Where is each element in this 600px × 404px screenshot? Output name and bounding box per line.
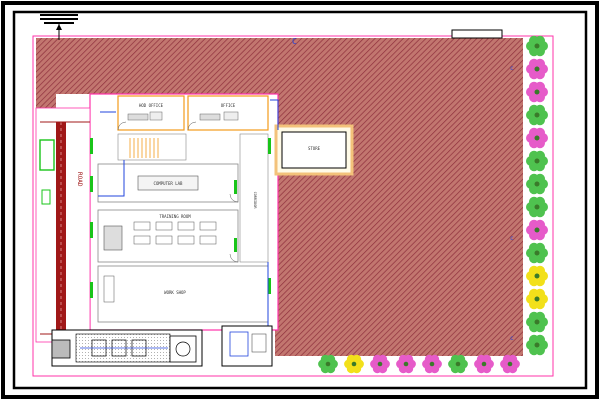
stair-treads — [129, 138, 159, 158]
desk-office-2 — [223, 111, 239, 121]
hatch-top-left — [36, 38, 286, 94]
tree-icon — [526, 242, 548, 264]
room-workshop — [97, 265, 269, 323]
tree-icon — [526, 150, 548, 172]
tree-icon — [526, 196, 548, 218]
tree-icon — [396, 354, 416, 374]
desk-hod — [127, 113, 149, 121]
trees-right — [526, 35, 548, 356]
desk-office — [199, 113, 221, 121]
green-fixture-left-2 — [41, 189, 51, 205]
hatch-main — [275, 38, 523, 356]
tree-icon — [526, 127, 548, 149]
tree-icon — [370, 354, 390, 374]
pump — [251, 333, 267, 353]
gate-left — [51, 339, 71, 359]
tree-icon — [448, 354, 468, 374]
desk-hod-2 — [149, 111, 163, 121]
training-desks — [133, 221, 217, 245]
marker-c-top: C — [292, 37, 297, 46]
corridor-vertical — [239, 133, 269, 263]
label-store: STORE — [308, 146, 321, 151]
trees-bottom — [318, 354, 520, 374]
lab-table — [137, 175, 199, 191]
label-corridor: CORRIDOR — [253, 192, 257, 210]
green-fixture-left — [39, 139, 55, 171]
tree-icon — [526, 265, 548, 287]
label-work-shop: WORK SHOP — [164, 290, 186, 295]
training-board — [103, 225, 123, 251]
marker-right-2: c — [510, 235, 514, 242]
door-swings — [117, 121, 239, 263]
tree-icon — [526, 334, 548, 356]
drain-pipe — [56, 122, 66, 334]
room-store — [281, 131, 347, 169]
tree-icon — [526, 173, 548, 195]
tree-icon — [526, 219, 548, 241]
label-office: OFFICE — [221, 103, 236, 108]
label-training-room: TRAINING ROOM — [159, 214, 191, 219]
workshop-bench — [103, 275, 115, 303]
tree-icon — [526, 35, 548, 57]
tree-icon — [318, 354, 338, 374]
tree-icon — [526, 81, 548, 103]
windows — [90, 138, 271, 298]
label-hod-office: HOD OFFICE — [139, 103, 164, 108]
hatch-left-strip — [36, 38, 56, 108]
blue-lines — [98, 99, 279, 330]
room-stair — [117, 133, 187, 161]
tree-icon — [526, 58, 548, 80]
site-boundary — [32, 35, 554, 377]
transformer — [169, 335, 197, 363]
tree-icon — [526, 104, 548, 126]
top-right-box — [451, 29, 503, 39]
transformer-coil — [175, 341, 191, 357]
tree-icon — [526, 311, 548, 333]
inner-frame — [12, 10, 588, 390]
label-road: ROAD — [76, 172, 83, 187]
tree-icon — [500, 354, 520, 374]
equipment-units — [80, 339, 168, 357]
tree-icon — [526, 288, 548, 310]
marker-right-3: c — [510, 335, 514, 342]
title-block — [40, 14, 78, 40]
tree-icon — [422, 354, 442, 374]
marker-right-1: c — [510, 65, 514, 72]
label-computer-lab: COMPUTER LAB — [154, 181, 183, 186]
tree-icon — [344, 354, 364, 374]
tank — [229, 331, 249, 357]
tree-icon — [474, 354, 494, 374]
